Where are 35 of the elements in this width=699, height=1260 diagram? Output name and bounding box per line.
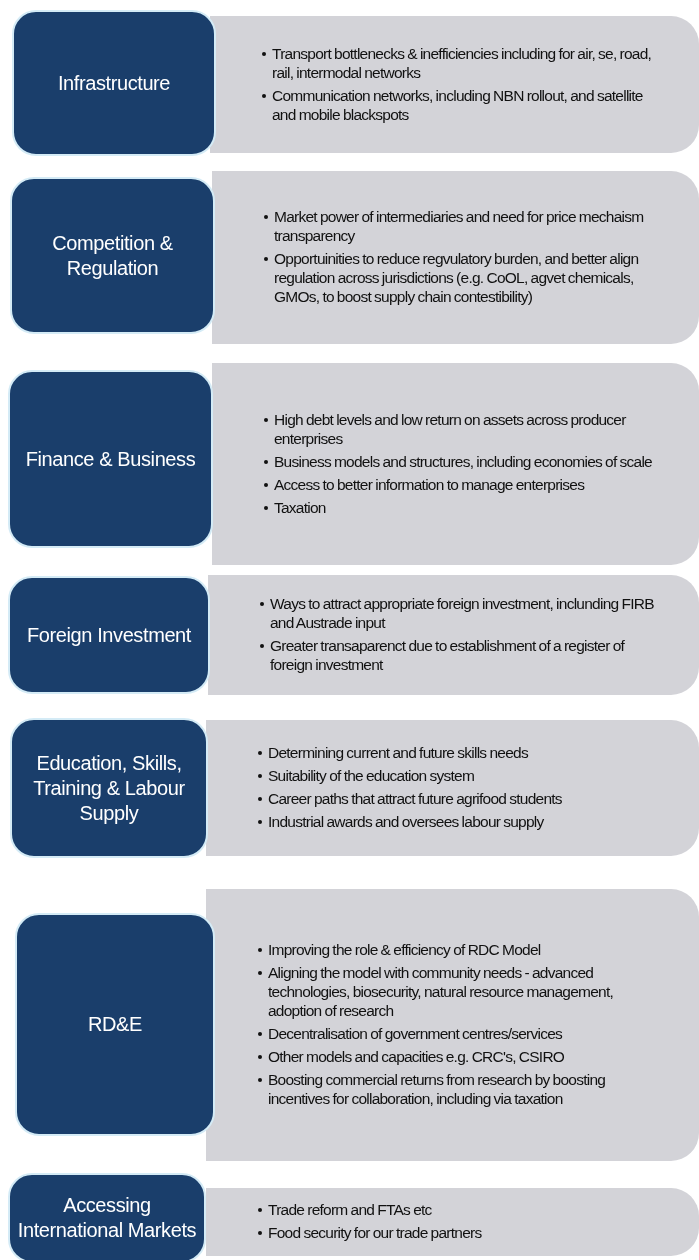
bullet-point: Industrial awards and oversees labour supply: [268, 812, 656, 831]
bullet-point: Decentralisation of government centres/services: [268, 1024, 656, 1043]
category-heading-box: Foreign Investment: [8, 576, 210, 694]
bullet-point: Boosting commercial returns from research by boosting incentives for collaboration, including via taxation: [268, 1070, 656, 1108]
bullet-point: Business models and structures, including economies of scale: [274, 451, 662, 471]
bullet-point: Transport bottlenecks & inefficiencies including for air, se, road, rail, intermodal networks: [272, 43, 660, 82]
bullet-list-panel: [206, 720, 699, 856]
bullet-point: Determining current and future skills needs: [268, 743, 656, 762]
bullet-list-panel: [206, 889, 699, 1161]
bullet-point: Opportuinities to reduce regvulatory burden, and better align regulation across jurisdictions (e.g. CoOL, agvet chemicals, GMOs, to boost supply chain contestibility): [274, 249, 662, 306]
bullet-list-panel: [212, 171, 699, 344]
category-heading-box: Education, Skills, Training & Labour Supply: [10, 718, 208, 858]
bullet-point: Improving the role & efficiency of RDC Model: [268, 940, 656, 959]
bullet-list-panel: [206, 1188, 699, 1256]
bullet-point: High debt levels and low return on assets across producer enterprises: [274, 409, 662, 448]
bullet-point: Market power of intermediaries and need for price mechaism transparency: [274, 207, 662, 245]
bullet-list-panel: [208, 575, 699, 695]
bullet-point: Other models and capacities e.g. CRC's, CSIRO: [268, 1047, 656, 1066]
category-heading-box: Finance & Business: [8, 370, 213, 548]
bullet-point: Greater transaparenct due to establishment of a register of foreign investment: [270, 636, 658, 674]
bullet-point: Taxation: [274, 497, 662, 517]
category-heading-box: RD&E: [15, 913, 215, 1136]
bullet-point: Access to better information to manage enterprises: [274, 474, 662, 494]
bullet-point: Career paths that attract future agrifood students: [268, 789, 656, 808]
category-heading-box: Competition & Regulation: [10, 177, 215, 334]
bullet-point: Trade reform and FTAs etc: [268, 1200, 656, 1219]
category-heading-box: Accessing International Markets: [8, 1173, 206, 1260]
bullet-point: Suitability of the education system: [268, 766, 656, 785]
bullet-point: Ways to attract appropriate foreign investment, inclunding FIRB and Austrade input: [270, 594, 658, 632]
category-heading-box: Infrastructure: [12, 10, 216, 156]
bullet-list-panel: [212, 363, 699, 565]
bullet-list-panel: [210, 16, 699, 153]
bullet-point: Food security for our trade partners: [268, 1223, 656, 1242]
bullet-point: Communication networks, including NBN rollout, and satellite and mobile blackspots: [272, 85, 660, 124]
bullet-point: Aligning the model with community needs - advanced technologies, biosecurity, natural resource management, adoption of research: [268, 963, 656, 1020]
